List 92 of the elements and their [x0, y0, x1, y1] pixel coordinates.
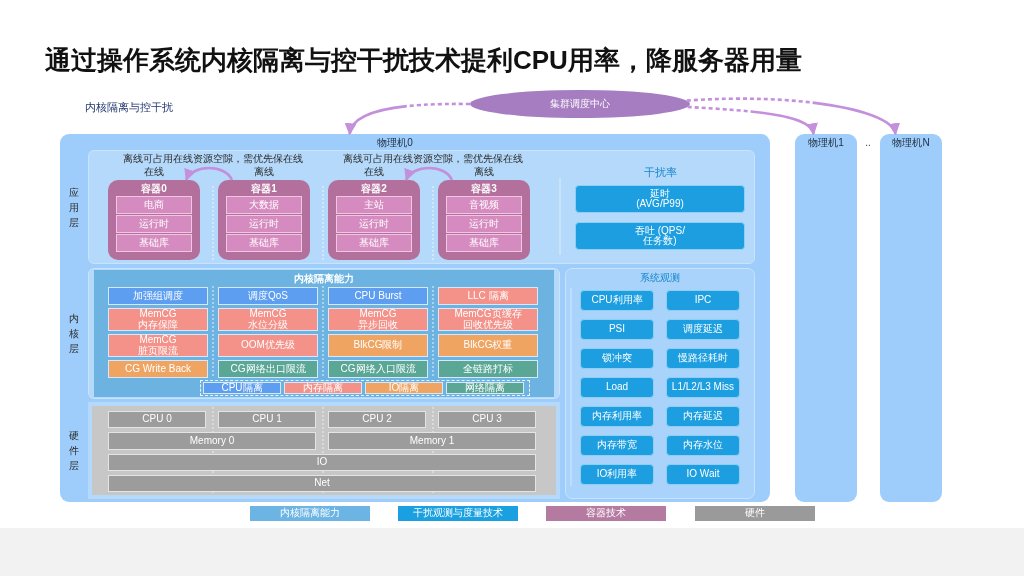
metric-box: 慢路径耗时: [666, 348, 740, 369]
feature-box: 加强组调度: [108, 287, 208, 305]
legend-item: 硬件: [695, 506, 815, 521]
status-label: 离线: [254, 166, 274, 177]
machine-panel: [795, 134, 857, 502]
ellipsis-text: ..: [865, 137, 871, 148]
diagram-subtitle: 内核隔离与控干扰: [85, 102, 173, 114]
container-title: 容器1: [251, 183, 277, 194]
legend-item: 容器技术: [546, 506, 666, 521]
feature-box: MemCG 内存保障: [108, 308, 208, 331]
metric-box: IO利用率: [580, 464, 654, 485]
stack-row: 基础库: [226, 234, 302, 252]
page-title: 通过操作系统内核隔离与控干扰技术提利CPU用率，降服务器用量: [45, 46, 802, 75]
feature-box: MemCG 异步回收: [328, 308, 428, 331]
machine-panel: [60, 134, 770, 502]
container-title: 容器2: [361, 183, 387, 194]
feature-box: CG网络出口限流: [218, 360, 318, 378]
feature-box: 全链路打标: [438, 360, 538, 378]
status-label: 在线: [144, 166, 164, 177]
metric-box: PSI: [580, 319, 654, 340]
hardware-box: Net: [108, 475, 536, 492]
metric-box: 内存水位: [666, 435, 740, 456]
feature-box: MemCG页缓存回收优先级: [438, 308, 538, 331]
hardware-box: CPU 0: [108, 411, 206, 428]
metric-box: L1/L2/L3 Miss: [666, 377, 740, 398]
metric-box: 内存利用率: [580, 406, 654, 427]
metric-box: IO Wait: [666, 464, 740, 485]
arrow: [405, 166, 453, 182]
feature-box: BlkCG限制: [328, 334, 428, 357]
arrow: [686, 97, 897, 136]
feature-box: CG网络入口限流: [328, 360, 428, 378]
hardware-box: CPU 1: [218, 411, 316, 428]
container-title: 容器3: [471, 183, 497, 194]
note-text: 离线可占用在线资源空隙，需优先保在线: [343, 153, 523, 164]
note-text: 离线可占用在线资源空隙，需优先保在线: [123, 153, 303, 164]
hardware-box: CPU 2: [328, 411, 426, 428]
metric-box: 吞吐 (QPS/任务数): [575, 222, 745, 250]
stack-row: 基础库: [446, 234, 522, 252]
metric-box: Load: [580, 377, 654, 398]
stack-row: 大数据: [226, 196, 302, 214]
category-box: 内存隔离: [284, 382, 362, 394]
stack-row: 基础库: [336, 234, 412, 252]
scheduler-ellipse: 集群调度中心: [470, 90, 690, 118]
stack-row: 运行时: [116, 215, 192, 233]
metric-box: 内存带宽: [580, 435, 654, 456]
feature-box: LLC 隔离: [438, 287, 538, 305]
hardware-box: Memory 0: [108, 432, 316, 450]
machine-panel: [880, 134, 942, 502]
stack-row: 运行时: [446, 215, 522, 233]
stack-row: 主站: [336, 196, 412, 214]
panel-title: 内核隔离能力: [294, 273, 354, 284]
machine-title: 物理机1: [808, 137, 844, 148]
layer-label: 内核层: [68, 311, 80, 356]
layer-label: 应用层: [68, 185, 80, 230]
status-label: 离线: [474, 166, 494, 177]
arrow: [346, 102, 470, 136]
feature-box: MemCG 脏页限流: [108, 334, 208, 357]
stack-row: 音视频: [446, 196, 522, 214]
category-box: CPU隔离: [203, 382, 281, 394]
container-title: 容器0: [141, 183, 167, 194]
arrow: [185, 166, 233, 182]
stack-row: 运行时: [336, 215, 412, 233]
machine-title: 物理机0: [377, 137, 413, 148]
metric-box: 延时 (AVG/P99): [575, 185, 745, 213]
metric-box: 调度延迟: [666, 319, 740, 340]
panel-title: 系统观测: [640, 272, 680, 283]
legend-item: 内核隔离能力: [250, 506, 370, 521]
feature-box: 调度QoS: [218, 287, 318, 305]
category-box: 网络隔离: [446, 382, 524, 394]
group-frame: [200, 380, 530, 396]
metric-box: IPC: [666, 290, 740, 311]
layer-label: 硬件层: [68, 428, 80, 473]
metric-box: 锁冲突: [580, 348, 654, 369]
metric-box: 内存延迟: [666, 406, 740, 427]
hardware-box: Memory 1: [328, 432, 536, 450]
status-label: 在线: [364, 166, 384, 177]
stack-row: 运行时: [226, 215, 302, 233]
hardware-box: CPU 3: [438, 411, 536, 428]
monitor-panel: [565, 268, 755, 499]
stack-row: 基础库: [116, 234, 192, 252]
feature-box: MemCG 水位分级: [218, 308, 318, 331]
feature-box: CPU Burst: [328, 287, 428, 305]
stack-row: 电商: [116, 196, 192, 214]
metric-box: CPU利用率: [580, 290, 654, 311]
machine-title: 物理机N: [892, 137, 930, 148]
feature-box: CG Write Back: [108, 360, 208, 378]
category-box: IO隔离: [365, 382, 443, 394]
legend-item: 干扰观测与度量技术: [398, 506, 518, 521]
feature-box: OOM优先级: [218, 334, 318, 357]
hardware-box: IO: [108, 454, 536, 471]
arrow: [687, 105, 816, 136]
feature-box: BlkCG权重: [438, 334, 538, 357]
